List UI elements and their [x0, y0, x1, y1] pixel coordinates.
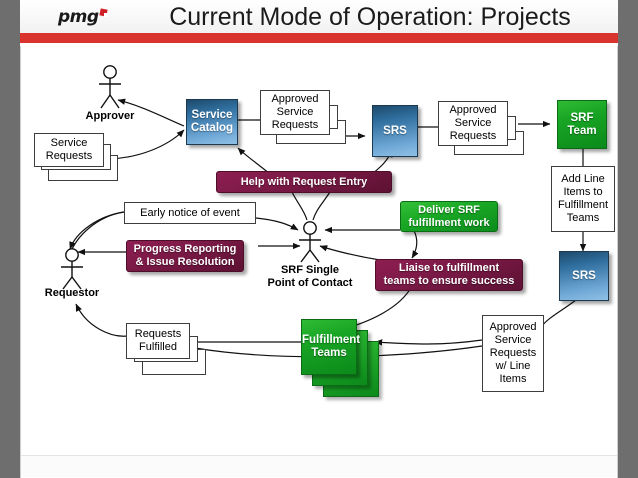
doc-line-2: Items to	[563, 186, 603, 198]
callout-deliver-srf[interactable]: Deliver SRF fulfillment work	[400, 201, 498, 232]
system-fulfillment-teams[interactable]: Fulfillment Teams	[301, 319, 401, 405]
actor-srf-spoc-label-line1: SRF Single	[280, 264, 340, 276]
doc-line-1: Service	[50, 137, 88, 149]
pmg-logo-notch-icon	[104, 13, 108, 17]
system-line-2: Teams	[311, 347, 347, 359]
doc-line-3: Requests	[271, 119, 319, 131]
doc-approved-requests-line-items[interactable]: Approved Service Requests w/ Line Items	[482, 315, 544, 392]
callout-line-1: Deliver SRF	[418, 203, 480, 216]
callout-line-1: Liaise to fulfillment	[398, 262, 500, 274]
doc-add-line-items[interactable]: Add Line Items to Fulfillment Teams	[551, 166, 615, 232]
team-stack-front: Fulfillment Teams	[301, 319, 361, 375]
doc-approved-service-requests-1[interactable]: Approved Service Requests	[260, 90, 350, 160]
actor-srf-spoc[interactable]	[292, 218, 328, 264]
stick-figure-actor-icon	[99, 65, 121, 109]
doc-line-1: Approved	[271, 93, 319, 105]
doc-stack-front: Approved Service Requests	[438, 101, 508, 146]
doc-line-3: Requests	[449, 130, 497, 142]
doc-line-4: w/ Line	[495, 360, 531, 372]
doc-line-1: Early notice of event	[140, 206, 240, 219]
doc-stack-front: Requests Fulfilled	[126, 323, 190, 359]
actor-requestor[interactable]	[54, 246, 90, 292]
doc-line-2: Requests	[45, 150, 93, 162]
doc-service-requests[interactable]: Service Requests	[34, 133, 118, 193]
actor-srf-spoc-label: SRF Single Point of Contact	[255, 264, 365, 290]
actor-srf-spoc-label-line2: Point of Contact	[267, 277, 353, 289]
doc-line-2: Service	[276, 106, 314, 118]
footer-area	[21, 456, 617, 477]
callout-line-2: teams to ensure success	[383, 275, 515, 287]
system-srs-right[interactable]: SRS	[559, 251, 609, 301]
doc-stack-front: Service Requests	[34, 133, 104, 167]
slide-header: pmg Current Mode of Operation: Projects	[20, 0, 618, 33]
doc-line-1: Approved	[489, 321, 537, 333]
actor-requestor-label: Requestor	[44, 287, 100, 299]
callout-progress-reporting[interactable]: Progress Reporting & Issue Resolution	[126, 240, 244, 272]
doc-line-1: Approved	[449, 104, 497, 116]
doc-line-2: Service	[494, 334, 532, 346]
doc-requests-fulfilled[interactable]: Requests Fulfilled	[126, 323, 214, 381]
system-line-1: SRF	[570, 111, 594, 124]
doc-line-1: Requests	[134, 328, 182, 340]
page-title: Current Mode of Operation: Projects	[169, 3, 571, 31]
system-line-1: SRS	[572, 269, 596, 282]
doc-stack-front: Approved Service Requests	[260, 90, 330, 135]
callout-line-1: Help with Request Entry	[240, 175, 368, 188]
system-srs-top[interactable]: SRS	[372, 105, 418, 157]
system-service-catalog[interactable]: Service Catalog	[186, 99, 238, 145]
callout-help-request-entry[interactable]: Help with Request Entry	[216, 171, 392, 193]
actor-approver-label: Approver	[85, 110, 135, 122]
system-srf-team[interactable]: SRF Team	[557, 100, 607, 149]
system-line-1: Service	[191, 109, 233, 121]
doc-approved-service-requests-2[interactable]: Approved Service Requests	[438, 101, 528, 171]
callout-line-2: fulfillment work	[408, 216, 490, 229]
doc-line-3: Requests	[489, 347, 537, 359]
system-line-2: Team	[567, 124, 597, 137]
doc-line-4: Teams	[566, 212, 600, 224]
header-underline	[20, 43, 618, 46]
doc-line-1: Add Line	[561, 173, 605, 185]
stick-figure-actor-icon	[299, 221, 321, 263]
system-line-2: Catalog	[190, 122, 234, 134]
header-accent-bar	[20, 33, 618, 43]
pmg-logo-text: pmg	[58, 7, 99, 27]
stick-figure-actor-icon	[61, 248, 83, 290]
pmg-logo: pmg	[58, 6, 118, 28]
callout-liaise-fulfillment[interactable]: Liaise to fulfillment teams to ensure su…	[375, 259, 523, 291]
actor-approver[interactable]	[90, 64, 130, 110]
doc-line-3: Fulfillment	[557, 199, 609, 211]
doc-line-5: Items	[499, 373, 527, 385]
doc-early-notice[interactable]: Early notice of event	[124, 202, 256, 224]
doc-line-2: Service	[454, 117, 492, 129]
doc-line-2: Fulfilled	[139, 341, 177, 353]
callout-line-1: Progress Reporting	[133, 243, 237, 255]
system-line-1: SRS	[383, 124, 407, 137]
callout-line-2: & Issue Resolution	[135, 256, 235, 268]
diagram-canvas: Approver Service Requests Service Catalo…	[20, 46, 618, 456]
system-line-1: Fulfillment	[302, 334, 361, 346]
footer-divider	[21, 455, 617, 456]
